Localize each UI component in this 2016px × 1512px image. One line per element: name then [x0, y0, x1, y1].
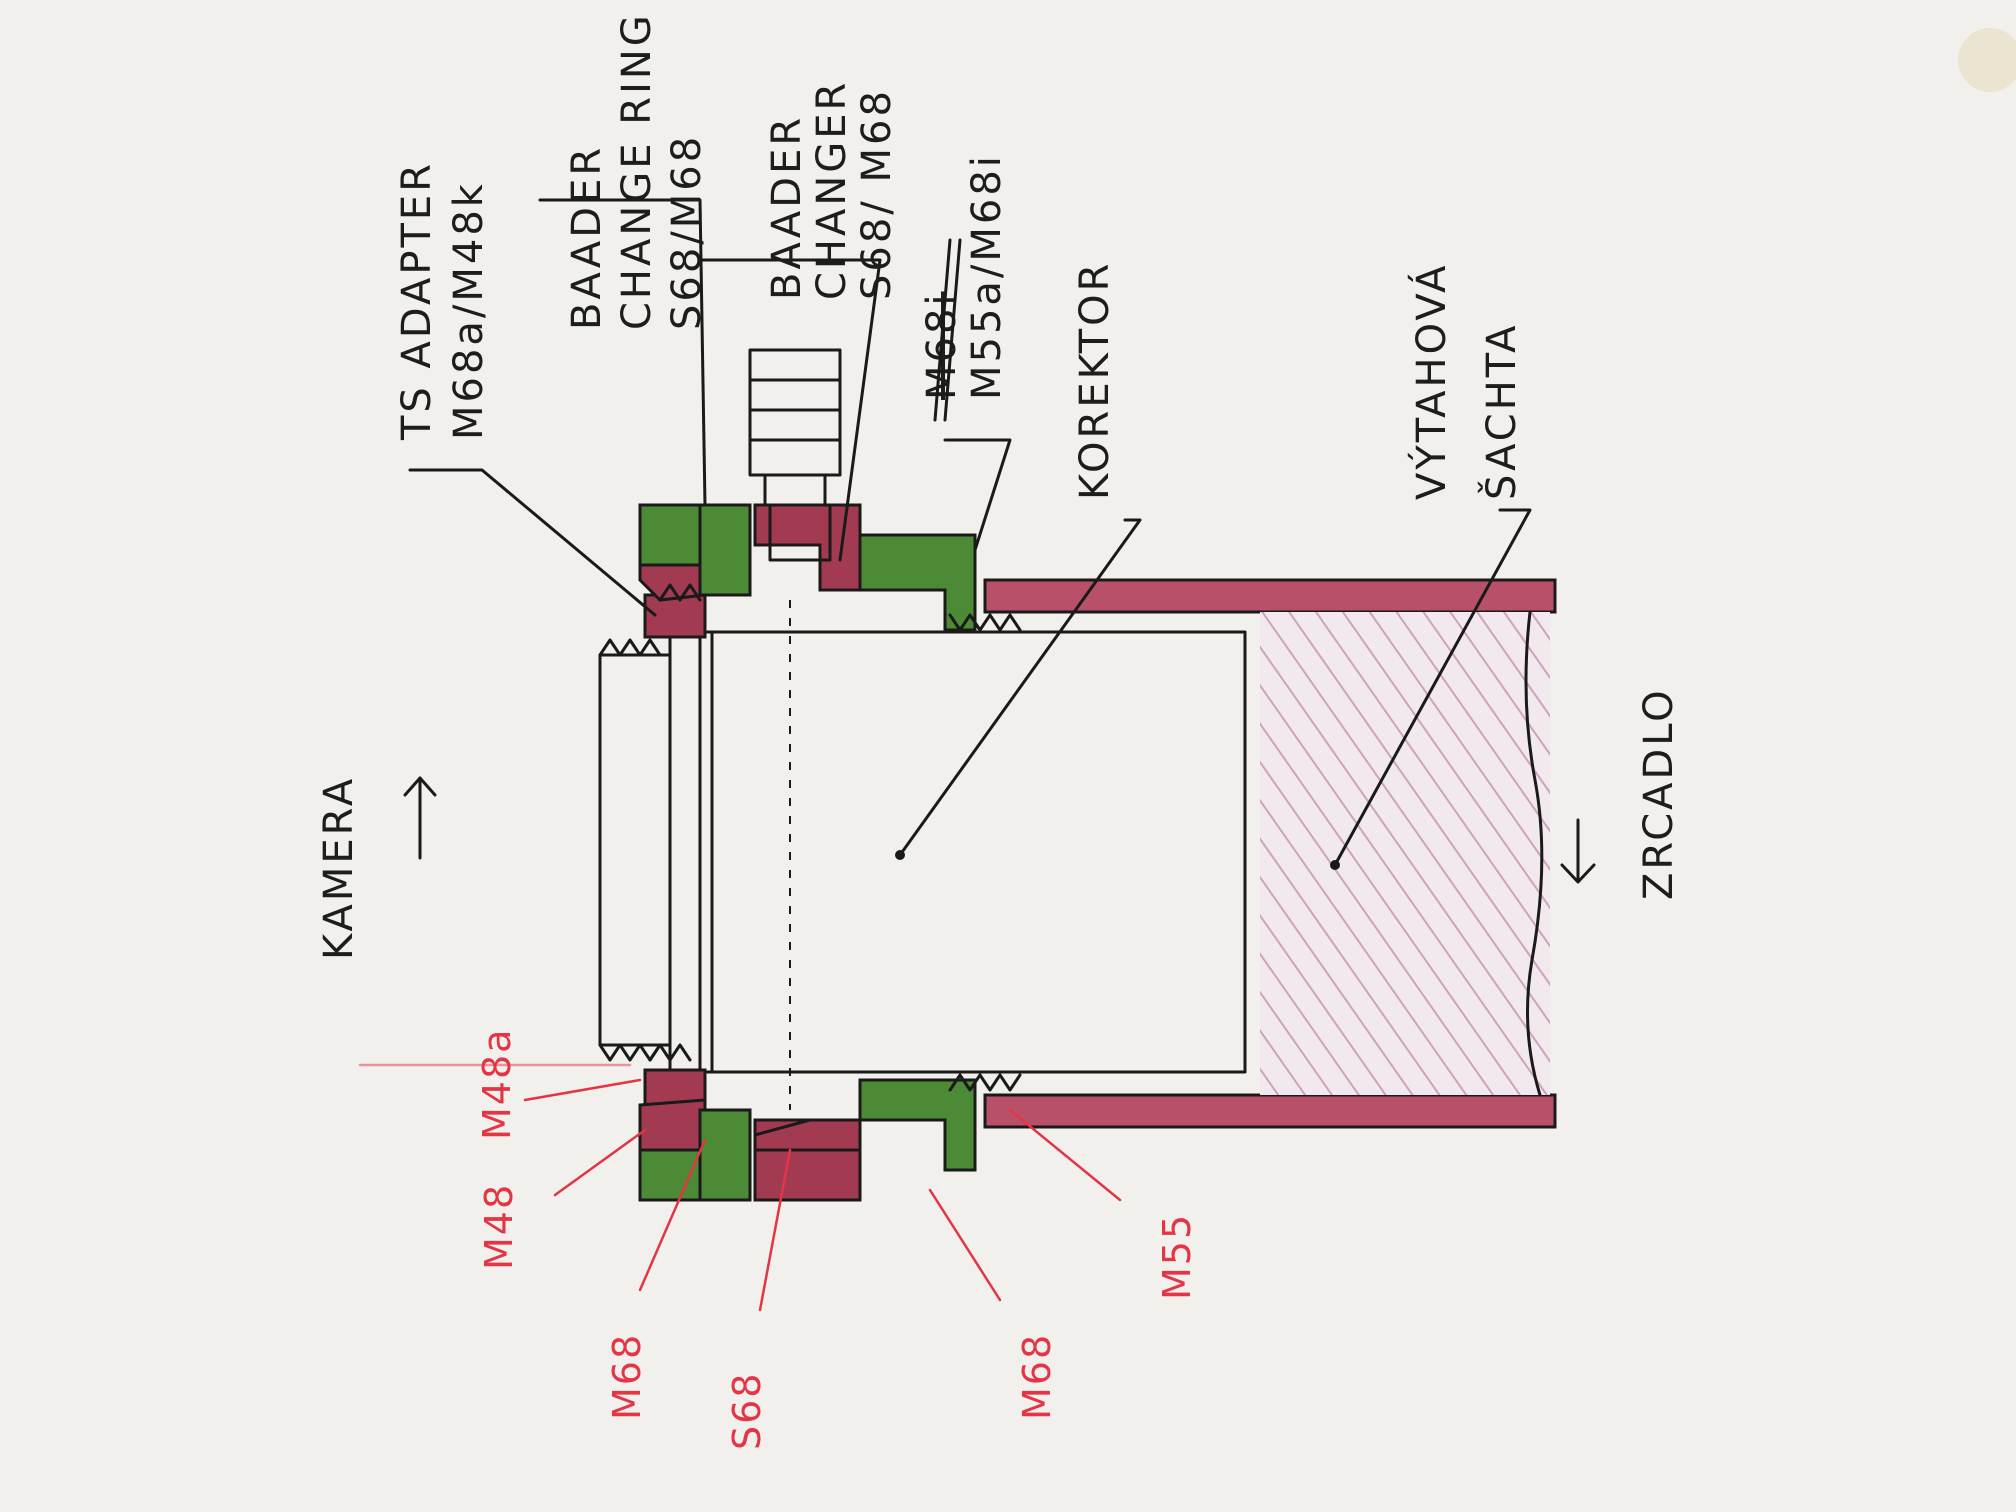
- baader-ring-bottom-neck: [698, 1108, 752, 1202]
- thread-label-m48a: M48a: [475, 1028, 519, 1140]
- label-m55-m68: M55a/M68i: [964, 153, 1010, 400]
- thread-ts-bottom: [648, 1043, 692, 1062]
- changer-wedge-bottom: [753, 1118, 862, 1152]
- label-baader-ring-2: CHANGE RING: [614, 12, 660, 330]
- leader-m55: [943, 438, 1012, 552]
- shaft-wall-bottom: [983, 1093, 1557, 1129]
- thread-ts-top: [658, 583, 702, 602]
- label-baader-changer-1: BAADER: [764, 115, 810, 300]
- leader-ts-adapter: [408, 468, 657, 617]
- leader-sachta: [1333, 508, 1532, 867]
- baader-changer-top: [753, 503, 862, 592]
- labels: KAMERA ZRCADLO KOREKTOR VÝTAHOVÁ ŠACHTA …: [316, 12, 1682, 960]
- leader-korektor: [898, 518, 1142, 857]
- label-sachta: ŠACHTA: [1477, 323, 1525, 501]
- label-korektor: KOREKTOR: [1072, 261, 1118, 500]
- thread-label-m68-left: M68: [605, 1333, 649, 1420]
- mirror-arrow: [1560, 818, 1596, 884]
- leader-lines: [408, 198, 1532, 870]
- label-baader-changer-3: S68/ M68: [854, 88, 900, 300]
- strikethrough-mark: [933, 238, 952, 422]
- leader-baader-ring: [538, 198, 707, 507]
- shaft-interior-hatch: [1260, 612, 1550, 1095]
- label-baader-ring-1: BAADER: [564, 145, 610, 330]
- thread-label-s68: S68: [725, 1372, 769, 1450]
- thread-m55-top: [948, 613, 1022, 632]
- corrector-body: [698, 630, 1247, 1074]
- m55-adapter-top: [858, 533, 977, 632]
- label-ts-adapter-thread: M68a/M48k: [446, 181, 492, 440]
- leader-baader-changer: [698, 258, 882, 562]
- red-leader-lines: [358, 1063, 1122, 1312]
- shaft-break-line: [1524, 610, 1544, 1097]
- thread-label-m68-right: M68: [1015, 1333, 1059, 1420]
- label-zrcadlo: ZRCADLO: [1636, 687, 1682, 900]
- focuser-shaft: [983, 578, 1557, 1129]
- changer-knob-stem: [763, 473, 827, 507]
- label-ts-adapter: TS ADAPTER: [394, 161, 440, 441]
- thread-m48-top: [598, 638, 662, 657]
- label-baader-ring-3: S68/M68: [664, 134, 710, 330]
- thread-label-m55: M55: [1155, 1213, 1199, 1300]
- label-baader-changer-2: CHANGER: [809, 80, 855, 300]
- shaft-wall-top: [983, 578, 1557, 614]
- camera-arrow: [403, 776, 437, 860]
- label-kamera: KAMERA: [316, 776, 362, 960]
- baader-ring-top-neck: [698, 503, 752, 597]
- thread-m55-bottom: [948, 1073, 1022, 1092]
- camera-tube-body: [598, 653, 672, 1047]
- label-vytahova: VÝTAHOVÁ: [1407, 262, 1455, 500]
- thread-labels: M48a M48 M68 S68 M68 M55: [475, 1028, 1199, 1450]
- upper-adapter-stack: [638, 348, 1022, 639]
- paper-stain: [1958, 28, 2016, 92]
- thread-label-m48: M48: [477, 1183, 521, 1270]
